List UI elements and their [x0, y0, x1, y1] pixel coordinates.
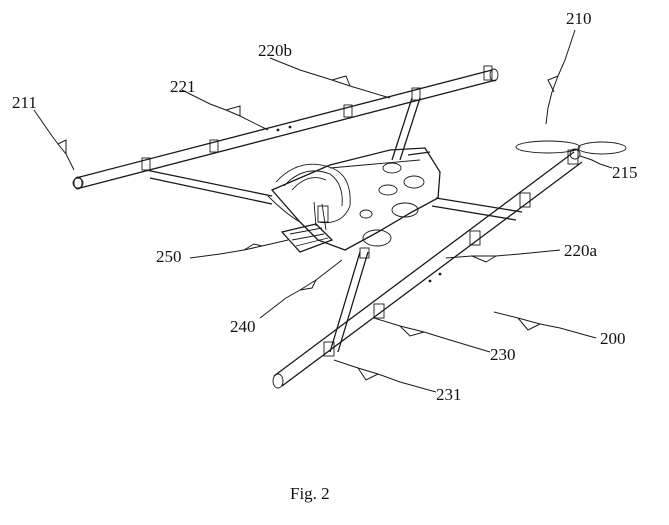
central-body-240 [267, 147, 441, 251]
arm-220a [272, 149, 583, 389]
label-230: 230 [490, 345, 516, 364]
figure-caption: Fig. 2 [290, 484, 330, 503]
label-231: 231 [436, 385, 462, 404]
arm-220b [72, 65, 499, 190]
label-220b: 220b [258, 41, 292, 60]
label-211: 211 [12, 93, 37, 112]
rear-struts [145, 97, 421, 205]
label-215: 215 [612, 163, 638, 182]
strut-230 [329, 247, 370, 353]
label-250: 250 [156, 247, 182, 266]
propeller-210 [515, 140, 627, 160]
label-240: 240 [230, 317, 256, 336]
label-200: 200 [600, 329, 626, 348]
pedal-250 [280, 201, 334, 253]
label-210: 210 [566, 9, 592, 28]
label-220a: 220a [564, 241, 598, 260]
side-strut [431, 197, 523, 221]
leader-lines [33, 29, 613, 393]
label-221: 221 [170, 77, 196, 96]
